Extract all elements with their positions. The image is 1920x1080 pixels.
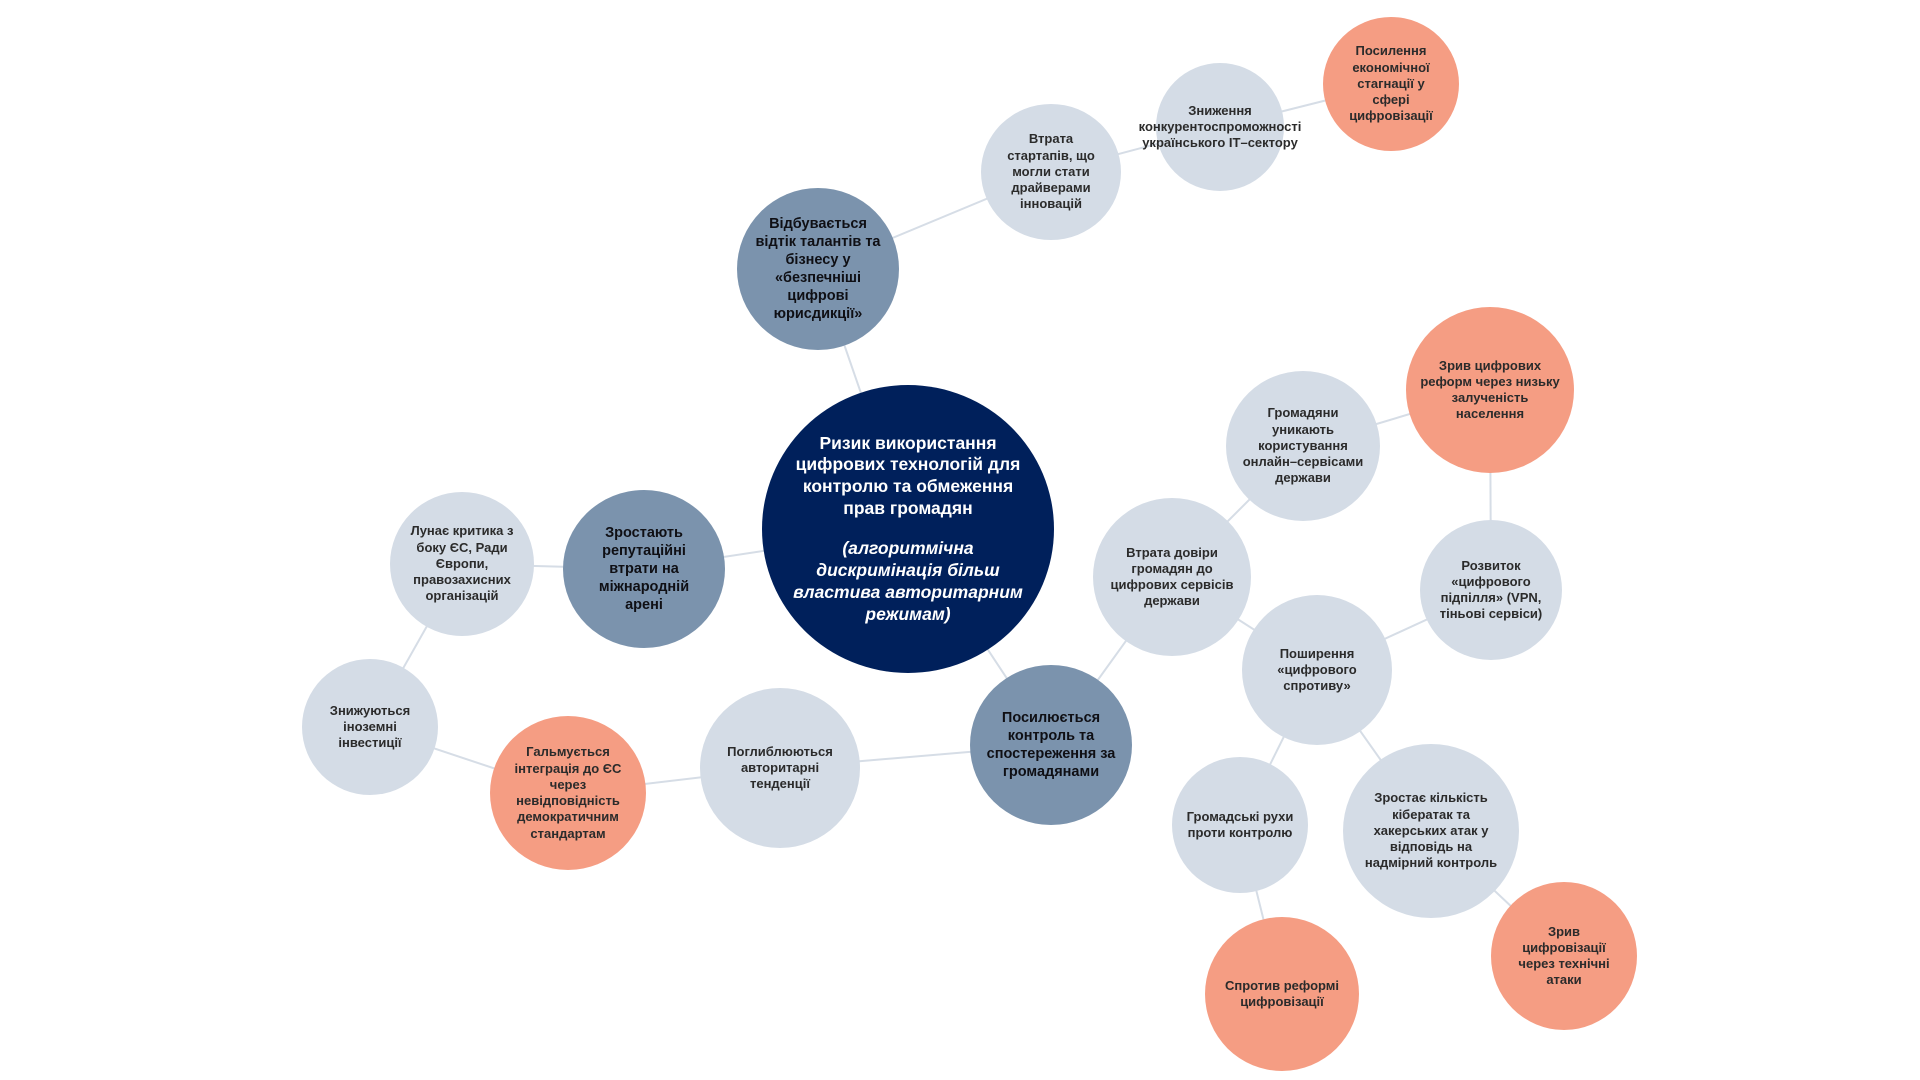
node-underground-label: Розвиток «цифрового підпілля» (VPN, тінь… (1439, 557, 1543, 622)
node-reform-failure-label: Зрив цифрових реформ через низьку залуче… (1420, 357, 1560, 422)
node-tech-attacks-failure[interactable]: Зрив цифровізації через технічні атаки (1491, 882, 1637, 1030)
node-civic-movements-label: Громадські рухи проти контролю (1186, 808, 1294, 840)
node-reform-resistance[interactable]: Спротив реформі цифровізації (1205, 917, 1359, 1071)
node-criticism-label: Лунає критика з боку ЄС, Ради Європи, пр… (410, 523, 514, 604)
node-reform-failure[interactable]: Зрив цифрових реформ через низьку залуче… (1406, 307, 1574, 473)
node-root-label: Ризик використання цифрових технологій д… (795, 432, 1021, 519)
node-tech-attacks-failure-label: Зрив цифровізації через технічні атаки (1518, 923, 1610, 988)
node-surveillance-label: Посилюється контроль та спостереження за… (986, 709, 1116, 781)
node-startups-loss[interactable]: Втрата стартапів, що могли стати драйвер… (981, 104, 1121, 240)
node-cyberattacks[interactable]: Зростає кількість кібератак та хакерськи… (1343, 744, 1519, 918)
node-cyberattacks-label: Зростає кількість кібератак та хакерськи… (1364, 790, 1498, 871)
node-trust-loss[interactable]: Втрата довіри громадян до цифрових серві… (1093, 498, 1251, 656)
node-resistance[interactable]: Поширення «цифрового спротиву» (1242, 595, 1392, 745)
node-civic-movements[interactable]: Громадські рухи проти контролю (1172, 757, 1308, 893)
node-trust-loss-label: Втрата довіри громадян до цифрових серві… (1110, 544, 1234, 609)
node-authoritarian[interactable]: Поглиблюються авторитарні тенденції (700, 688, 860, 848)
node-resistance-label: Поширення «цифрового спротиву» (1277, 645, 1357, 694)
node-authoritarian-label: Поглиблюються авторитарні тенденції (727, 743, 833, 792)
node-eu-integration[interactable]: Гальмується інтеграція до ЄС через невід… (490, 716, 646, 870)
node-criticism[interactable]: Лунає критика з боку ЄС, Ради Європи, пр… (390, 492, 534, 636)
node-startups-loss-label: Втрата стартапів, що могли стати драйвер… (1007, 131, 1095, 212)
node-reform-resistance-label: Спротив реформі цифровізації (1224, 977, 1340, 1009)
node-investments-label: Знижуються іноземні інвестиції (329, 702, 411, 751)
node-stagnation-label: Посилення економічної стагнації у сфері … (1349, 43, 1433, 124)
node-competitiveness-drop[interactable]: Зниження конкурентоспроможності українсь… (1139, 63, 1301, 191)
node-eu-integration-label: Гальмується інтеграція до ЄС через невід… (514, 744, 622, 841)
node-root[interactable]: Ризик використання цифрових технологій д… (762, 385, 1054, 673)
node-stagnation[interactable]: Посилення економічної стагнації у сфері … (1323, 17, 1459, 151)
node-underground[interactable]: Розвиток «цифрового підпілля» (VPN, тінь… (1420, 520, 1562, 660)
node-competitiveness-drop-label: Зниження конкурентоспроможності українсь… (1138, 102, 1302, 151)
node-reputation-loss[interactable]: Зростають репутаційні втрати на міжнарод… (563, 490, 725, 648)
node-reputation-loss-label: Зростають репутаційні втрати на міжнарод… (598, 524, 690, 614)
node-investments[interactable]: Знижуються іноземні інвестиції (302, 659, 438, 795)
node-surveillance[interactable]: Посилюється контроль та спостереження за… (970, 665, 1132, 825)
node-root-sublabel: (алгоритмічна дискримінація більш власти… (793, 538, 1023, 624)
node-talent-outflow[interactable]: Відбувається відтік талантів та бізнесу … (737, 188, 899, 350)
node-avoid-services[interactable]: Громадяни уникають користування онлайн–с… (1226, 371, 1380, 521)
node-avoid-services-label: Громадяни уникають користування онлайн–с… (1242, 405, 1364, 486)
node-talent-outflow-label: Відбувається відтік талантів та бізнесу … (755, 215, 881, 323)
